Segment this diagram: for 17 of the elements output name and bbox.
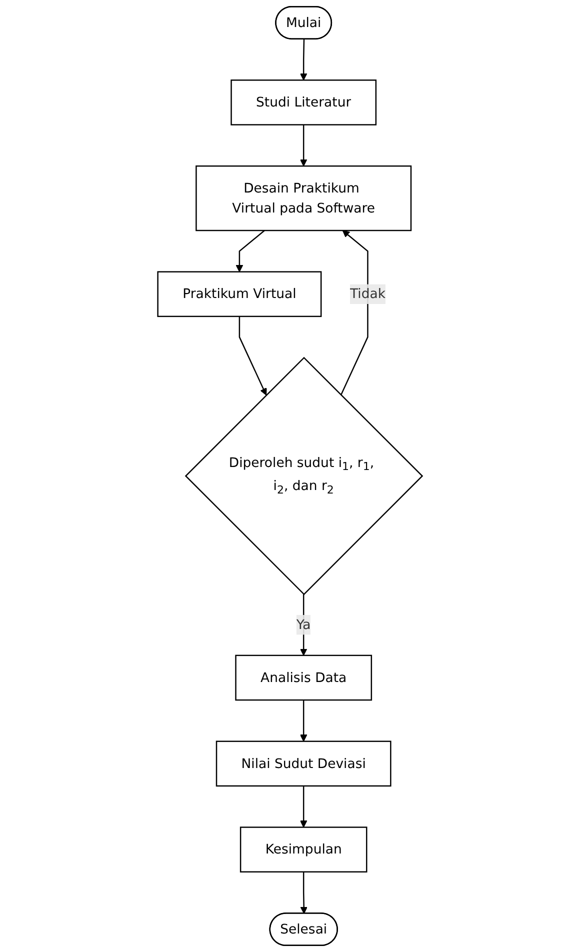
node-box: Desain Praktikum Virtual pada Software — [196, 165, 412, 232]
node-box: Nilai Sudut Deviasi — [216, 740, 392, 787]
node-box: Kesimpulan — [240, 826, 368, 872]
edge-label: Ya — [296, 616, 312, 632]
arrow — [300, 124, 308, 166]
node-diamond: Diperoleh sudut i$_{1}$, r$_{1}$, i$_{2}$, dan r$_{2}$ — [185, 356, 424, 596]
arrow — [236, 230, 266, 272]
node-box: Analisis Data — [236, 654, 372, 701]
edge-label: Tidak — [350, 286, 386, 302]
node-box: Praktikum Virtual — [158, 271, 322, 318]
arrow — [300, 700, 308, 742]
arrow — [340, 230, 369, 396]
arrow — [239, 316, 268, 396]
arrow — [300, 786, 308, 828]
arrow — [300, 872, 308, 914]
node-box: Studi Literatur — [231, 80, 377, 126]
arrow — [300, 39, 308, 80]
